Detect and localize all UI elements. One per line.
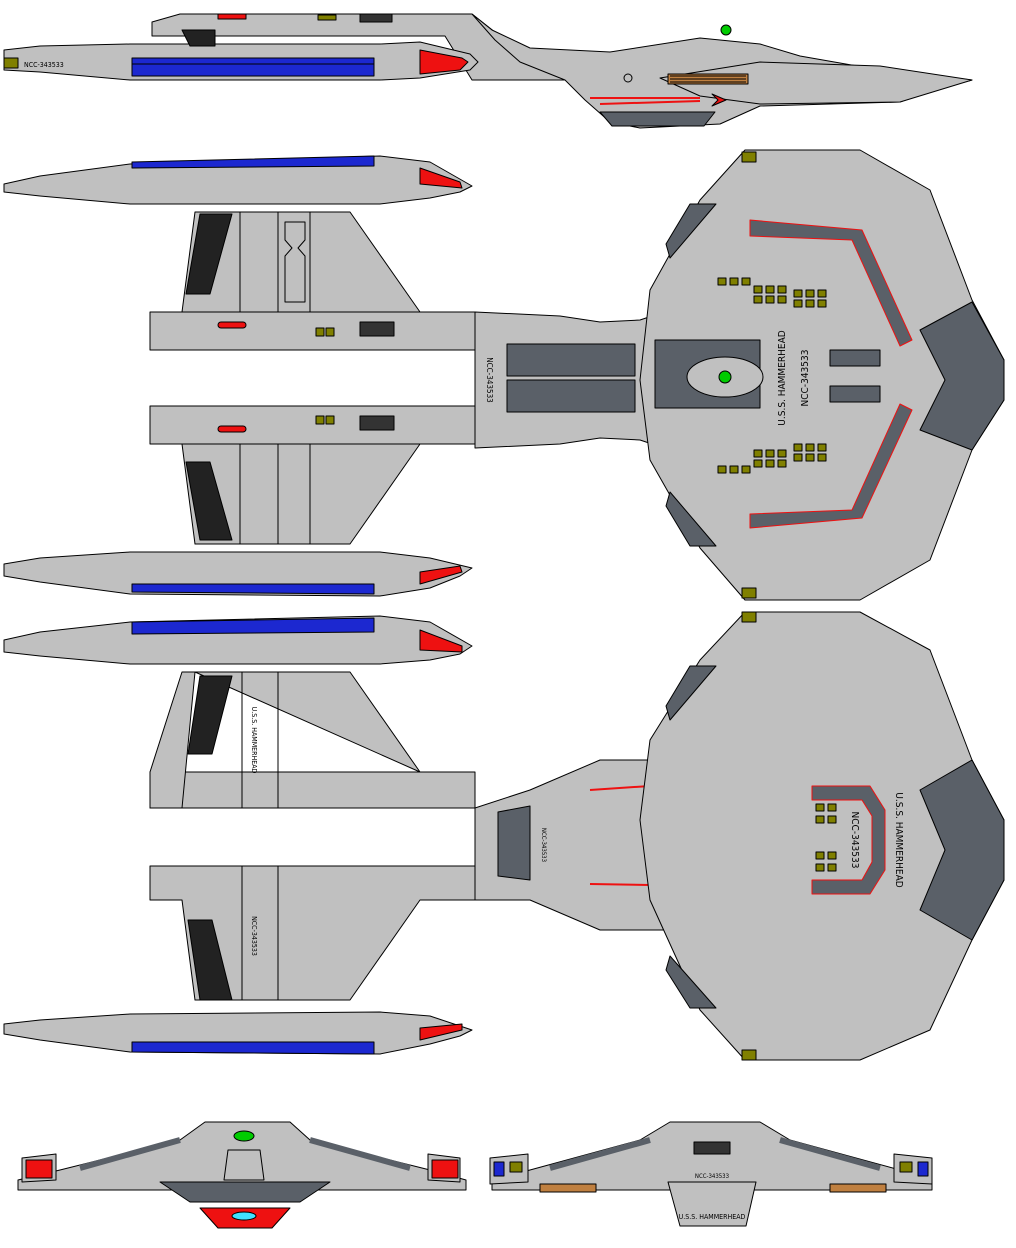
bottom-pylon-registry: NCC-343533 <box>250 916 258 956</box>
ship-side-view: NCC-343533 <box>3 13 973 129</box>
top-saucer-name: U.S.S. HAMMERHEAD <box>777 330 788 425</box>
rear-name-label: U.S.S. HAMMERHEAD <box>679 1213 746 1221</box>
ship-top-view: NCC-343533 U.S.S. HAMMERHEAD NCC-343533 <box>3 149 1005 601</box>
bottom-saucer-registry: NCC-343533 <box>849 812 860 869</box>
ship-bottom-view: U.S.S. HAMMERHEAD NCC-343533 NCC-343533 … <box>3 611 1005 1061</box>
side-registry-label: NCC-343533 <box>24 61 64 69</box>
top-secondary-registry: NCC-343533 <box>485 357 494 403</box>
ship-front-view <box>17 1121 467 1229</box>
rear-registry-label: NCC-343533 <box>695 1173 729 1180</box>
bottom-saucer-name: U.S.S. HAMMERHEAD <box>893 792 904 887</box>
ship-rear-view: NCC-343533 U.S.S. HAMMERHEAD <box>489 1121 933 1227</box>
bottom-pylon-name: U.S.S. HAMMERHEAD <box>250 707 258 774</box>
top-saucer-registry: NCC-343533 <box>800 350 811 407</box>
bottom-secondary-registry: NCC-343533 <box>540 828 547 862</box>
